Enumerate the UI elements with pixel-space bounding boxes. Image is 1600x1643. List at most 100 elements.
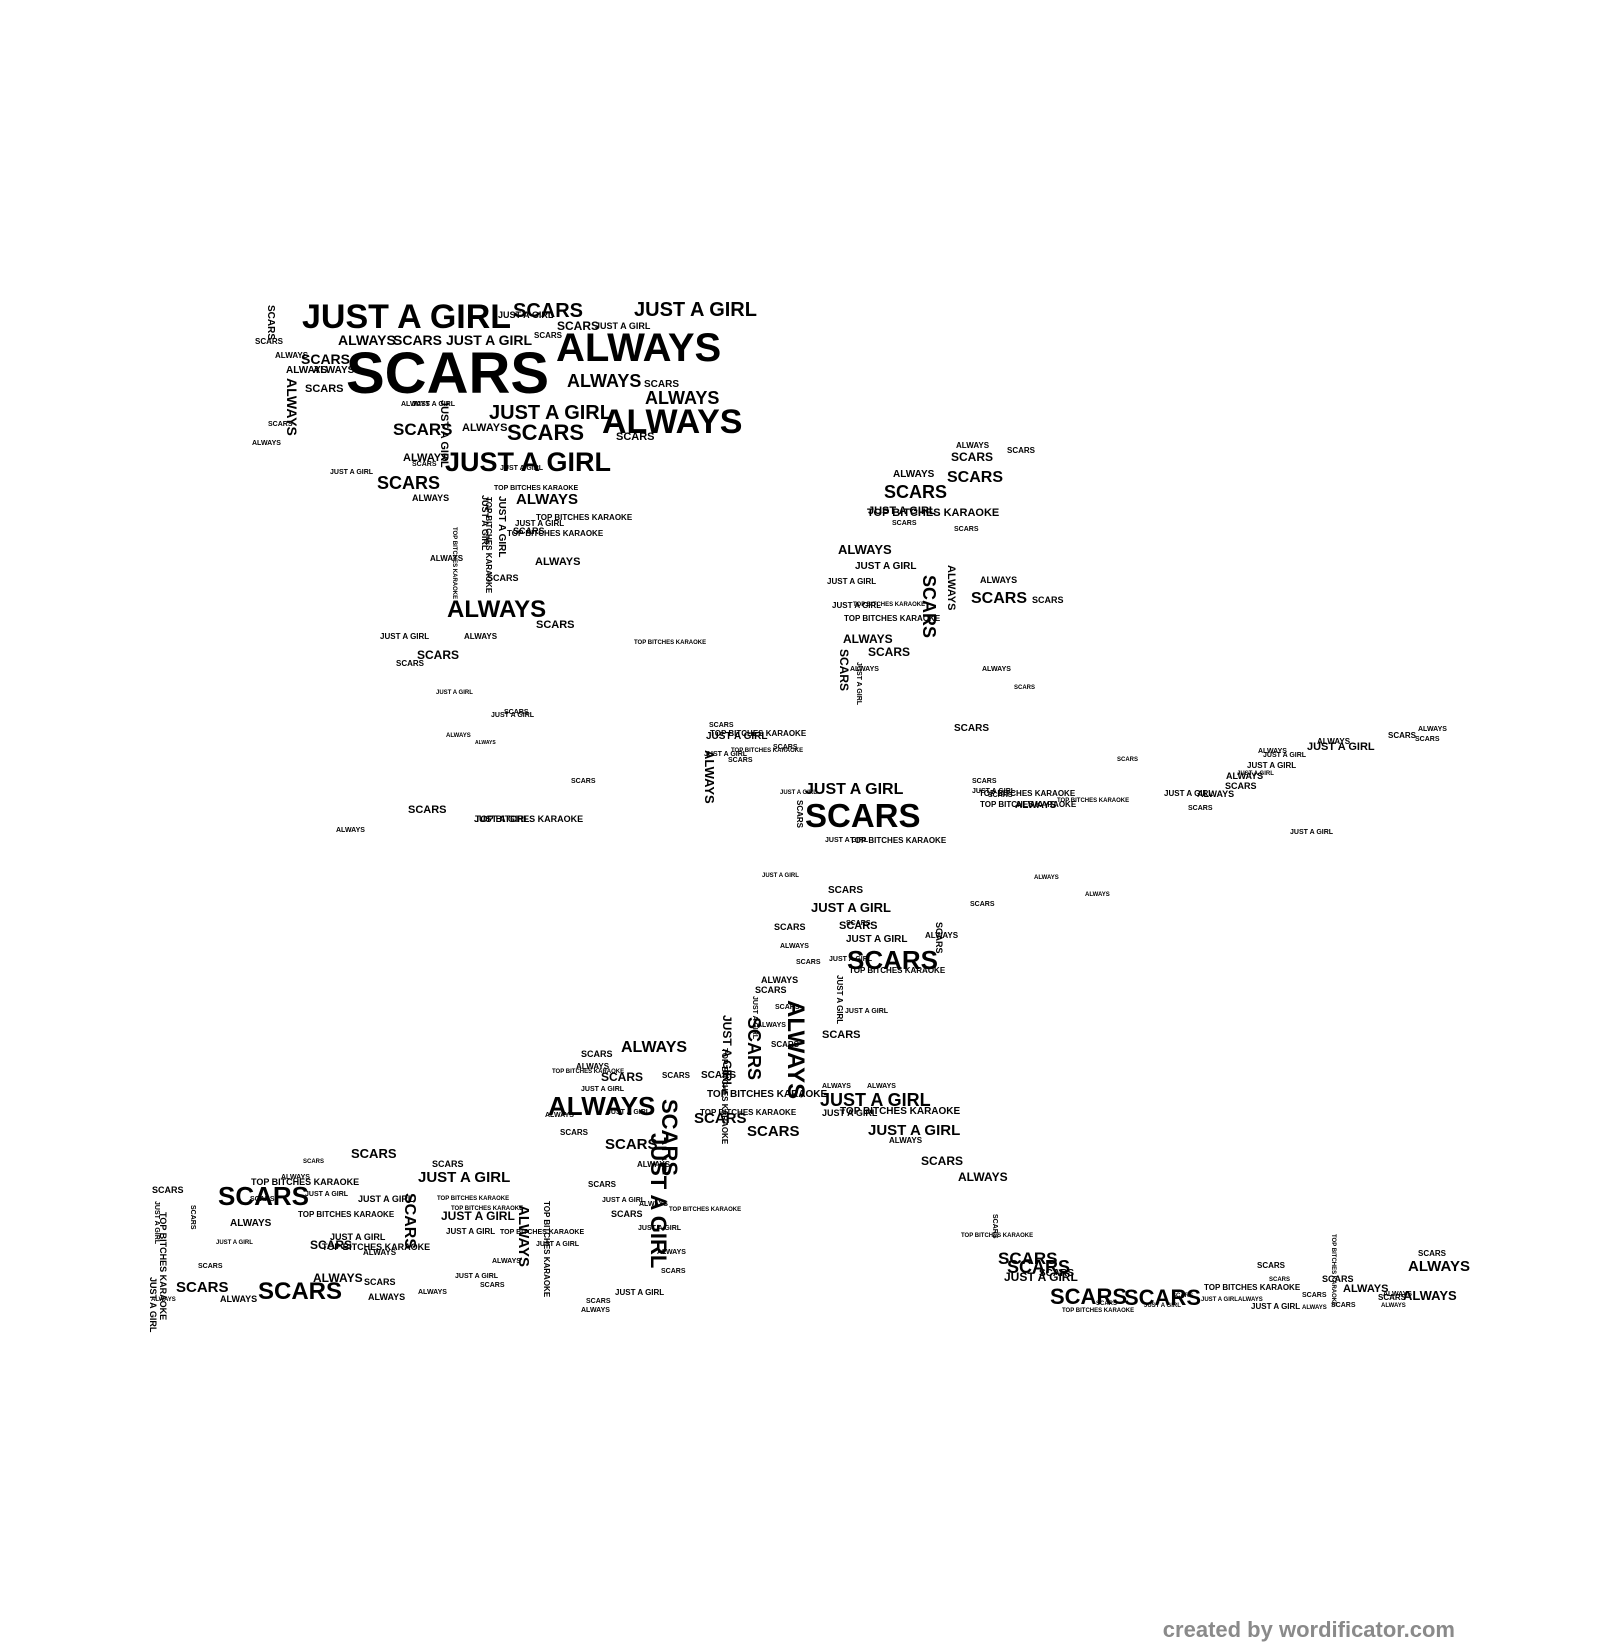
word-cloud-word: JUST A GIRL: [822, 1108, 878, 1118]
word-cloud-word: JUST A GIRL: [536, 1241, 580, 1248]
word-cloud-word: SCARS: [1007, 446, 1036, 455]
word-cloud-word: ALWAYS: [1034, 875, 1059, 881]
word-cloud-word: TOP BITCHES KARAOKE: [840, 1106, 961, 1117]
word-cloud-word: SCARS: [432, 1159, 464, 1169]
word-cloud-word: SCARS: [934, 922, 944, 954]
word-cloud-word: SCARS: [258, 1278, 343, 1305]
word-cloud-word: ALWAYS: [313, 365, 355, 376]
word-cloud-word: JUST A GIRL: [305, 1191, 349, 1198]
word-cloud-word: SCARS: [504, 709, 529, 716]
word-cloud-word: TOP BITCHES KARAOKE: [720, 1048, 729, 1145]
word-cloud-word: JUST A GIRL: [820, 1090, 931, 1110]
word-cloud-word: JUST A GIRL: [302, 298, 512, 336]
word-cloud-word: SCARS: [536, 619, 575, 631]
word-cloud-word: ALWAYS: [780, 943, 809, 950]
word-cloud-word: ALWAYS: [545, 1112, 574, 1119]
word-cloud-word: ALWAYS: [782, 1000, 809, 1100]
word-cloud-word: ALWAYS: [576, 1062, 610, 1071]
word-cloud-word: JUST A GIRL: [446, 1227, 496, 1236]
word-cloud-word: JUST A GIRL: [1164, 789, 1214, 798]
word-cloud-word: ALWAYS: [313, 1271, 363, 1285]
word-cloud-word: SCARS: [1388, 731, 1417, 740]
word-cloud-word: SCARS: [393, 420, 453, 439]
word-cloud-word: ALWAYS: [980, 575, 1018, 585]
word-cloud-word: JUST A GIRL: [845, 1008, 889, 1015]
word-cloud-word: SCARS: [998, 1249, 1058, 1268]
word-cloud-word: JUST A GIRL: [825, 837, 869, 844]
word-cloud-word: JUST A GIRL: [496, 496, 507, 558]
word-cloud-word: TOP BITCHES KARAOKE: [451, 527, 457, 600]
word-cloud-word: SCARS: [152, 1185, 184, 1195]
word-cloud-word: ALWAYS: [151, 1297, 176, 1303]
word-cloud-word: ALWAYS: [535, 556, 581, 568]
word-cloud-word: SCARS: [774, 922, 806, 932]
word-cloud-word: SCARS: [1302, 1292, 1327, 1299]
word-cloud-word: ALWAYS: [336, 827, 365, 834]
word-cloud-word: SCARS: [401, 1193, 418, 1250]
word-cloud-word: TOP BITCHES KARAOKE: [731, 748, 804, 754]
word-cloud-word: SCARS: [377, 473, 441, 493]
word-cloud-word: SCARS: [747, 1123, 800, 1140]
word-cloud-word: ALWAYS: [230, 1218, 272, 1229]
word-cloud-word: JUST A GIRL: [581, 1086, 625, 1093]
word-cloud-word: SCARS: [951, 450, 994, 464]
word-cloud-word: SCARS: [480, 1282, 505, 1289]
word-cloud-word: SCARS: [1172, 1293, 1194, 1299]
word-cloud-word: SCARS: [364, 1277, 396, 1287]
word-cloud-word: JUST A GIRL: [827, 577, 877, 586]
word-cloud-word: SCARS: [805, 797, 921, 834]
word-cloud-word: JUST A GIRL: [216, 1240, 253, 1246]
word-cloud-word: SCARS: [1050, 1284, 1128, 1309]
word-cloud-word: JUST A GIRL: [1201, 1297, 1238, 1303]
word-cloud-word: ALWAYS: [1258, 748, 1287, 755]
word-cloud-word: SCARS: [198, 1263, 223, 1270]
word-cloud-word: SCARS: [972, 778, 997, 785]
word-cloud-word: SCARS: [728, 757, 753, 764]
word-cloud-word: TOP BITCHES KARAOKE: [707, 1089, 828, 1100]
word-cloud-word: ALWAYS: [464, 632, 498, 641]
word-cloud-word: SCARS: [1418, 1249, 1447, 1258]
word-cloud-word: TOP BITCHES KARAOKE: [867, 507, 1000, 519]
word-cloud-word: JUST A GIRL: [436, 690, 473, 696]
word-cloud-word: SCARS: [661, 1268, 686, 1275]
word-cloud-word: JUST A GIRL: [330, 469, 374, 476]
word-cloud-word: TOP BITCHES KARAOKE: [853, 602, 926, 608]
word-cloud-word: SCARS: [1117, 757, 1139, 763]
word-cloud-word: ALWAYS: [581, 1307, 610, 1314]
word-cloud-word: JUST A GIRL: [615, 1288, 665, 1297]
word-cloud-word: JUST A GIRL: [595, 321, 651, 331]
word-cloud-word: ALWAYS: [338, 332, 396, 348]
word-cloud-word: ALWAYS: [548, 1091, 656, 1121]
word-cloud-word: SCARS: [305, 383, 344, 395]
word-cloud-word: ALWAYS: [252, 440, 281, 447]
word-cloud-word: SCARS: [892, 520, 917, 527]
word-cloud-word: ALWAYS: [492, 1258, 521, 1265]
word-cloud-word: SCARS: [605, 1136, 658, 1153]
word-cloud-word: JUST A GIRL: [846, 934, 908, 945]
word-cloud-word: ALWAYS: [945, 565, 957, 611]
word-cloud-word: SCARS: [265, 305, 276, 341]
word-cloud-word: SCARS: [616, 431, 655, 443]
word-cloud-word: SCARS: [310, 1238, 353, 1252]
word-cloud-word: ALWAYS: [475, 740, 496, 746]
word-cloud-word: TOP BITCHES KARAOKE: [298, 1210, 395, 1219]
word-cloud-word: JUST A GIRL: [441, 1209, 515, 1223]
word-cloud-word: ALWAYS: [1226, 771, 1264, 781]
word-cloud-word: ALWAYS: [412, 493, 450, 503]
word-cloud-word: JUST A GIRL: [491, 712, 535, 719]
word-cloud-word: TOP BITCHES KARAOKE: [634, 640, 707, 646]
word-cloud-word: SCARS: [828, 885, 864, 896]
word-cloud-word: SCARS: [1378, 1293, 1407, 1302]
word-cloud-word: JUST A GIRL: [500, 465, 544, 472]
word-cloud-word: JUST A GIRL: [855, 662, 862, 706]
word-cloud-word: ALWAYS: [822, 1083, 851, 1090]
word-cloud-word: ALWAYS: [567, 371, 642, 391]
word-cloud-word: ALWAYS: [757, 1022, 786, 1029]
word-cloud-word: ALWAYS: [401, 401, 430, 408]
word-cloud-word: SCARS: [534, 331, 563, 340]
word-cloud-word: SCARS: [755, 985, 787, 995]
word-cloud-word: SCARS: [611, 1209, 643, 1219]
word-cloud-word: JUST A GIRL: [1263, 752, 1307, 759]
word-cloud-word: ALWAYS: [1317, 737, 1351, 746]
